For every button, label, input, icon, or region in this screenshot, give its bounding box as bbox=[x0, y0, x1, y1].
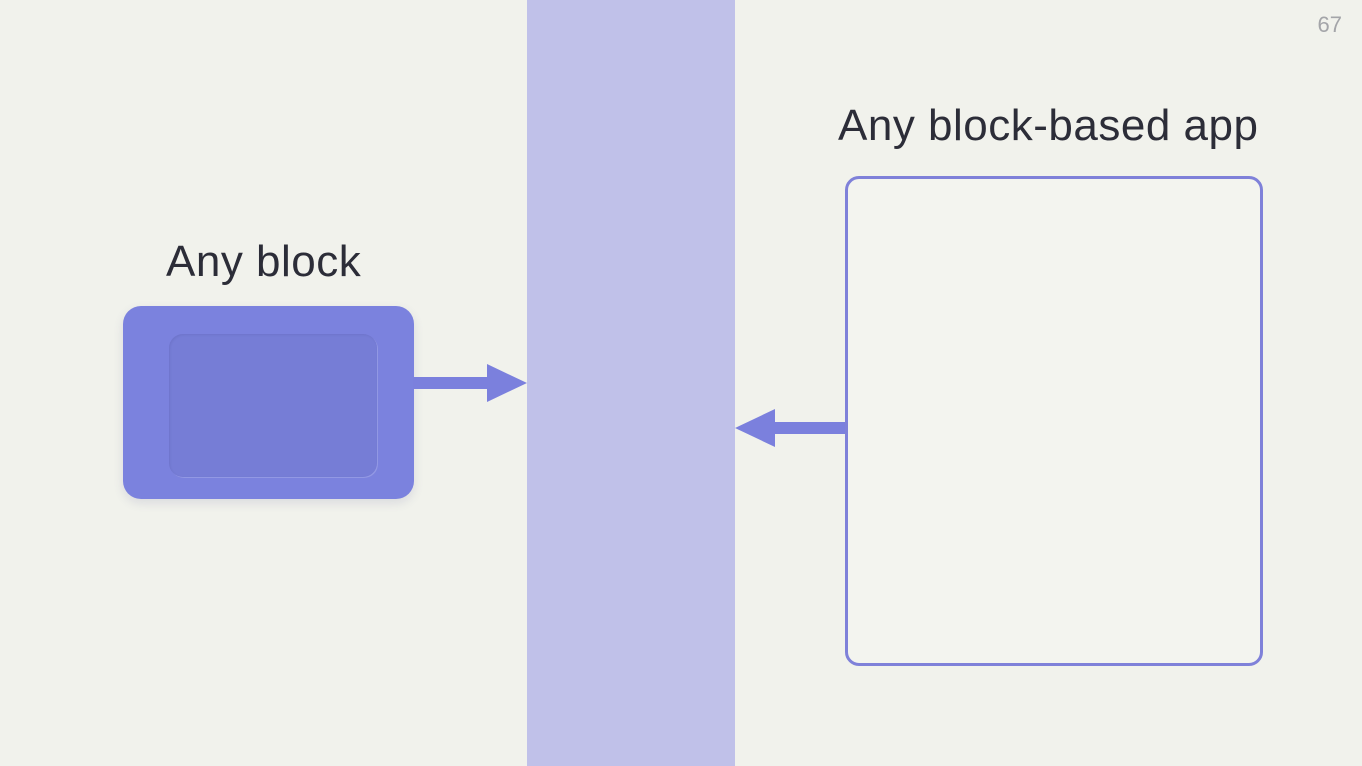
any-block-inner-shape bbox=[169, 334, 377, 477]
block-based-app-box bbox=[845, 176, 1263, 666]
any-block-shape bbox=[123, 306, 414, 499]
any-block-based-app-label: Any block-based app bbox=[838, 101, 1259, 150]
left-arrow-icon bbox=[735, 409, 845, 447]
any-block-label: Any block bbox=[166, 237, 362, 286]
page-number: 67 bbox=[1317, 12, 1342, 37]
right-arrow-icon bbox=[413, 364, 527, 402]
arrow-shaft bbox=[775, 422, 845, 434]
arrow-shaft bbox=[413, 377, 487, 389]
vertical-band bbox=[527, 0, 735, 766]
arrow-head bbox=[487, 364, 527, 402]
arrow-head bbox=[735, 409, 775, 447]
